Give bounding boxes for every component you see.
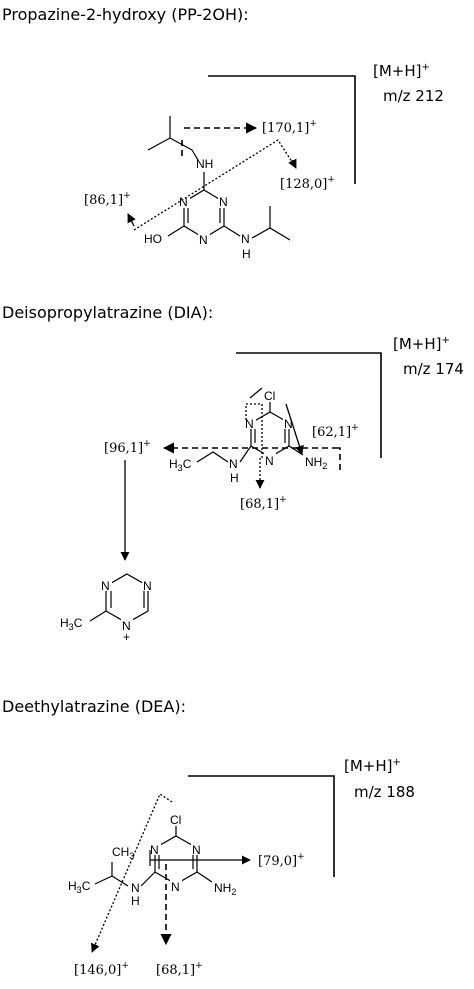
atom-nh2-dia: NH2 — [305, 455, 327, 471]
ring-atom-n3: N — [199, 233, 208, 247]
section-title-dia: Deisopropylatrazine (DIA): — [2, 303, 213, 322]
atom-nh-top: NH — [196, 157, 213, 171]
atom-n-dia: N — [229, 457, 238, 471]
molecule-pp2oh: NH N N N HO N H — [144, 116, 291, 261]
section-dia: Deisopropylatrazine (DIA): [M+H]+ m/z 17… — [2, 303, 464, 644]
frag-label-68-dia: [68,1]+ — [240, 495, 287, 512]
atom-ho: HO — [144, 232, 162, 246]
frag-label-86: [86,1]+ — [84, 191, 131, 208]
ring-atom-n2: N — [219, 195, 228, 209]
frag-label-170: [170,1]+ — [262, 119, 317, 136]
mh-bracket-pp2oh — [208, 75, 356, 184]
frag-label-62: [62,1]+ — [312, 423, 359, 440]
dotted-box-dia — [245, 403, 263, 460]
atom-n-side: N — [241, 232, 250, 246]
atom-cl-dia: Cl — [264, 389, 275, 403]
ring-atom-n1-dia: N — [245, 417, 254, 431]
product-atom-h3c: H3C — [60, 616, 83, 632]
mh-bracket-dia — [236, 352, 382, 458]
dotted-cleavage-pp2oh — [133, 139, 293, 231]
ring-atom-n1-dea: N — [150, 843, 159, 857]
section-title-dea: Deethylatrazine (DEA): — [2, 697, 186, 716]
ring-atom-n1: N — [179, 195, 188, 209]
product-charge: + — [123, 630, 130, 644]
frag-label-96: [96,1]+ — [104, 439, 151, 456]
mh-ion-dia: [M+H]+ — [393, 335, 450, 353]
atom-h-dia: H — [230, 471, 239, 485]
arrow-frag-128 — [288, 158, 297, 169]
section-pp2oh: Propazine-2-hydroxy (PP-2OH): [M+H]+ m/z… — [2, 5, 444, 261]
atom-ch3-dea: CH3 — [112, 845, 134, 861]
atom-h-dea: H — [131, 894, 140, 908]
ring-atom-n3-dia: N — [265, 454, 274, 468]
product-ion-dia: N N N + H3C — [60, 573, 154, 644]
frag-label-68-dea: [68,1]+ — [156, 961, 203, 978]
ring-atom-n3-dea: N — [171, 880, 180, 894]
atom-h3c-dea: H3C — [68, 879, 91, 895]
atom-cl-dea: Cl — [170, 813, 181, 827]
arrow-frag-146 — [91, 793, 173, 953]
mh-bracket-dea — [188, 775, 335, 877]
frag-label-79: [79,0]+ — [258, 852, 305, 869]
mh-ion-dea: [M+H]+ — [344, 757, 401, 775]
arrow-frag-96 — [164, 448, 341, 470]
arrow-frag-86 — [127, 213, 136, 227]
section-title-pp2oh: Propazine-2-hydroxy (PP-2OH): — [2, 5, 249, 24]
molecule-dia: Cl N N N NH2 H3C N H — [169, 387, 327, 485]
atom-h-side: H — [242, 247, 251, 261]
mz-value-dia: m/z 174 — [403, 360, 464, 378]
section-dea: Deethylatrazine (DEA): [M+H]+ m/z 188 Cl… — [2, 697, 415, 978]
ring-atom-n2-dia: N — [284, 417, 293, 431]
atom-n-dea: N — [131, 881, 140, 895]
ring-atom-n2-dea: N — [192, 843, 201, 857]
product-atom-n1: N — [101, 579, 110, 593]
atom-h3c-dia: H3C — [169, 457, 192, 473]
arrow-frag-62 — [285, 403, 304, 455]
mh-ion-pp2oh: [M+H]+ — [373, 62, 430, 80]
mz-value-pp2oh: m/z 212 — [383, 87, 444, 105]
mz-value-dea: m/z 188 — [354, 783, 415, 801]
frag-label-128: [128,0]+ — [280, 175, 335, 192]
product-atom-n3: N — [122, 619, 131, 633]
product-atom-n2: N — [143, 579, 152, 593]
frag-label-146: [146,0]+ — [74, 961, 129, 978]
atom-nh2-dea: NH2 — [214, 881, 236, 897]
arrow-frag-170 — [181, 128, 256, 160]
